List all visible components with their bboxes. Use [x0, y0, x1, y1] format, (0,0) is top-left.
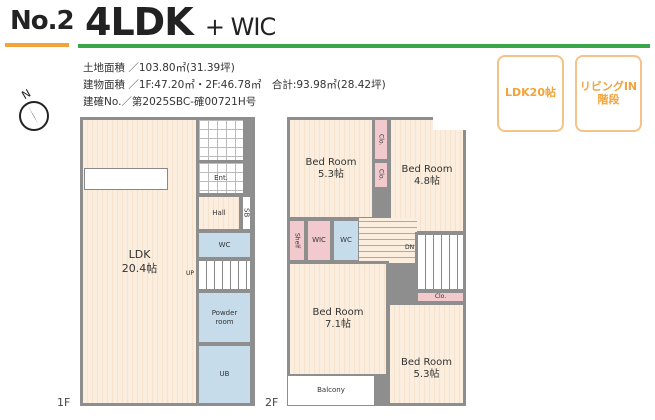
balcony: Balcony — [287, 375, 375, 406]
ub-label: UB — [219, 370, 230, 379]
svg-text:N: N — [20, 87, 34, 102]
powder-label: Powder room — [211, 309, 238, 326]
room-wic: WIC — [305, 218, 333, 263]
room-hall: Hall — [196, 194, 242, 232]
porch — [199, 120, 243, 162]
building-area: 建物面積 ／1F:47.20㎡・2F:46.78㎡ 合計:93.98㎡(28.4… — [83, 79, 386, 91]
balcony-label: Balcony — [317, 386, 345, 395]
permit-number: 建確No.／第2025SBC-確00721H号 — [83, 96, 257, 108]
room-wc-2f: WC — [331, 218, 361, 263]
bed3-size: 7.1帖 — [325, 319, 351, 330]
stairs-1f — [196, 258, 253, 292]
hall-label: Hall — [212, 208, 226, 217]
shelf-label: Shelf — [293, 232, 301, 249]
room-powder: Powder room — [196, 290, 253, 345]
stairs-2f — [415, 232, 466, 292]
plan-title: 4LDK + WIC — [85, 0, 276, 44]
plan-number: No.2 — [10, 6, 75, 36]
shelf: Shelf — [287, 218, 307, 263]
number-underline — [5, 43, 69, 47]
clo-label: Clo. — [377, 133, 385, 146]
room-wc-1f: WC — [196, 230, 253, 260]
shoe-box: SB — [240, 194, 253, 232]
clo-label: Clo. — [377, 169, 385, 181]
wall-notch — [433, 114, 469, 130]
kitchen-counter — [84, 168, 168, 190]
bed2-size: 4.8帖 — [414, 175, 440, 187]
bed4-size: 5.3帖 — [413, 369, 440, 380]
badge-ldk: LDK20帖 — [497, 55, 564, 132]
land-area: 土地面積 ／103.80㎡(31.39坪) — [83, 62, 235, 74]
badge-living-stairs: リビングIN 階段 — [575, 55, 642, 132]
compass-icon: N — [14, 84, 54, 134]
landing — [359, 218, 417, 263]
plan-type: 4LDK — [85, 0, 194, 44]
dn-label: DN — [405, 244, 415, 251]
wc2-label: WC — [340, 236, 352, 245]
bed3-label: Bed Room — [312, 307, 364, 318]
room-entrance: Ent. — [196, 160, 246, 196]
room-ldk: LDK 20.4帖 — [80, 117, 199, 406]
bed1-label: Bed Room — [305, 156, 357, 168]
up-label: UP — [186, 270, 195, 277]
floor1-label: 1F — [57, 396, 71, 409]
ldk-label: LDK — [128, 248, 151, 262]
bed2-label: Bed Room — [401, 163, 453, 175]
title-underline — [78, 44, 650, 48]
bed4-label: Bed Room — [400, 357, 452, 368]
bed1-size: 5.3帖 — [318, 168, 344, 180]
floor2-label: 2F — [265, 396, 279, 409]
sb-label: SB — [242, 208, 251, 218]
clo-label: Clo. — [434, 293, 447, 301]
wic-label: WIC — [312, 236, 326, 245]
ldk-size: 20.4帖 — [121, 261, 158, 275]
wc-label: WC — [218, 240, 231, 249]
plan-suffix: + WIC — [204, 13, 276, 41]
ent-label: Ent. — [214, 173, 228, 182]
room-ub: UB — [196, 343, 253, 406]
